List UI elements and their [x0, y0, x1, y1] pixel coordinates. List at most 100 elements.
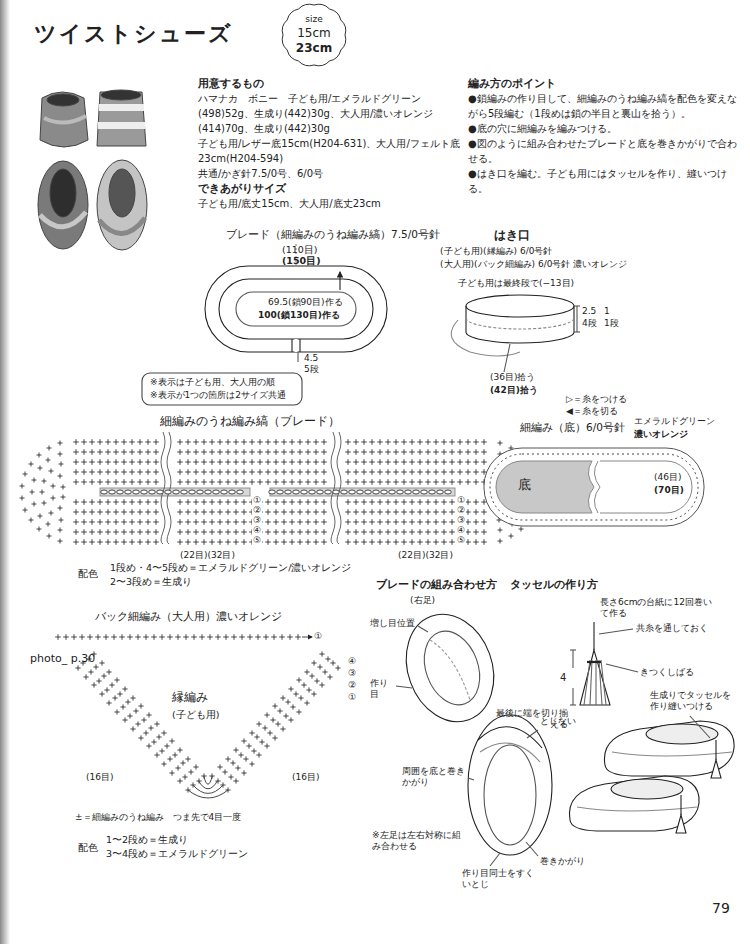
- stitch-chart-part: [405, 490, 412, 494]
- stitch-chart-part: [333, 490, 340, 494]
- note-text: 子ども用/レザー底15cm(H204-631)、大人用/フェルト底23cm(H2…: [198, 136, 460, 166]
- label: 最後に端を切り揃える: [488, 708, 568, 731]
- opening-ring-part: [466, 318, 574, 329]
- stitch-chart-part: [373, 490, 380, 494]
- label: 作り目同士をすくいとじ: [462, 868, 534, 891]
- photo-thumbs-part: [44, 116, 86, 123]
- label: ◀＝糸を切る: [566, 406, 618, 417]
- stitch-chart-part: [317, 490, 324, 494]
- tassel-part: [570, 649, 576, 650]
- braid-assembly-part: [526, 842, 538, 856]
- tassel-part: [601, 660, 606, 705]
- note-text: できあがりサイズ: [198, 181, 460, 196]
- shoes-part: [711, 760, 721, 778]
- braid-outline-part: [205, 266, 387, 352]
- label: (42目)拾う: [490, 385, 538, 396]
- label: 4.5: [304, 353, 318, 364]
- braid-outline-part: [297, 352, 298, 362]
- stitch-chart-part: [429, 490, 436, 494]
- shoes-part: [715, 740, 716, 760]
- braid-assembly-part: [478, 727, 542, 748]
- note-text: ●はき口を編む。子ども用にはタッセルを作り、縫いつける。: [468, 166, 740, 196]
- label: ③: [456, 516, 466, 525]
- node-outline-part: [282, 4, 346, 66]
- stitch-chart-part: [277, 490, 284, 494]
- label: 5段: [304, 364, 319, 375]
- opening-ring-part: [504, 344, 510, 372]
- stitch-chart-part: [341, 490, 348, 494]
- label: ※表示が1つの箇所は2サイズ共通: [150, 390, 286, 401]
- label: ①: [252, 496, 262, 505]
- label: 子ども用は最終段で(−13目): [458, 278, 574, 289]
- stitch-chart-part: [221, 490, 228, 494]
- braid-outline-part: [219, 279, 373, 339]
- stitch-chart-part: [421, 490, 428, 494]
- tassel-part: [606, 664, 638, 672]
- label: 2〜3段め＝生成り: [110, 576, 192, 588]
- label: ⑤: [456, 536, 466, 545]
- tassel-part: [572, 650, 573, 668]
- braid-assembly-part: [415, 623, 490, 712]
- label: 作り目: [370, 678, 392, 701]
- opening-ring-part: [451, 320, 520, 356]
- stitch-chart-part: [397, 490, 404, 494]
- label: 4: [560, 672, 566, 685]
- shoes-part: [676, 815, 686, 833]
- label: ①: [348, 692, 356, 703]
- note-text: ●底の穴に細編みを編みつける。: [468, 121, 740, 136]
- braid-outline-part: [339, 272, 340, 290]
- braid-assembly: [392, 602, 552, 866]
- label: ブレードの組み合わせ方: [376, 578, 497, 592]
- edging-chart-part: [302, 637, 312, 638]
- stitch-chart-part: [205, 490, 212, 494]
- label: バック細編み（大人用）濃いオレンジ: [95, 610, 282, 624]
- page-title: ツイストシューズ: [34, 20, 233, 48]
- label: ※表示は子ども用、大人用の順: [150, 377, 275, 388]
- label: (右足): [410, 595, 435, 606]
- label: 69.5(鎖90目)作る: [268, 297, 343, 308]
- stitch-chart-part: [309, 490, 316, 494]
- label: 1段め・4〜5段め＝エメラルドグリーン/濃いオレンジ: [110, 562, 351, 574]
- node-outline-part: [484, 448, 704, 526]
- photo-thumbs-part: [38, 161, 88, 249]
- photo-thumbs-part: [109, 169, 135, 217]
- label: ±＝細編みのうね編み つま先で4目一度: [75, 812, 241, 823]
- stitch-chart-part: [173, 490, 180, 494]
- node-outline-part: [600, 461, 692, 513]
- tassel-part: [572, 688, 573, 705]
- label: 細編みのうね編み縞（ブレード）: [160, 414, 340, 429]
- label: ④: [252, 526, 262, 535]
- label: 増し目位置: [370, 618, 415, 629]
- braid-assembly-part: [468, 715, 552, 855]
- label: (22目)(32目): [398, 550, 453, 561]
- label: 細編み（底）6/0号針: [520, 421, 625, 434]
- braid-outline-part: [236, 292, 356, 326]
- braid-assembly-part: [490, 853, 500, 866]
- label: (150目): [282, 255, 321, 267]
- stitch-chart-part: [389, 490, 396, 494]
- braid-assembly-part: [418, 626, 428, 632]
- node-text: (46目): [654, 472, 681, 483]
- braid-outline-part: [299, 339, 300, 352]
- label: (22目)(32目): [180, 550, 235, 561]
- stitch-chart-part: [133, 490, 140, 494]
- label: ブレード（細編みのうね編み縞）7.5/0号針: [226, 228, 440, 241]
- stitch-chart-part: [161, 432, 165, 544]
- stitch-chart-part: [101, 490, 108, 494]
- stitch-chart-part: [285, 490, 292, 494]
- stitch-chart-part: [381, 490, 388, 494]
- stitch-chart-part: [365, 490, 372, 494]
- stitch-chart-part: [237, 490, 244, 494]
- label: ④: [348, 656, 356, 667]
- label: 1: [604, 306, 610, 317]
- photo-thumbs: [38, 90, 147, 250]
- stitch-chart-part: [117, 490, 124, 494]
- label: (大人用)(バック細編み) 6/0号針 濃いオレンジ: [440, 259, 627, 270]
- node-text: 15cm: [297, 26, 331, 41]
- node-outline-part: [496, 461, 594, 513]
- photo-thumbs-part: [97, 160, 147, 250]
- label: はき口: [494, 228, 530, 243]
- tassel-part: [587, 661, 601, 663]
- note-text: ハマナカ ボニー 子ども用/エメラルドグリーン(498)52g、生成り(442)…: [198, 91, 460, 136]
- label: 1〜2段め＝生成り: [106, 834, 188, 846]
